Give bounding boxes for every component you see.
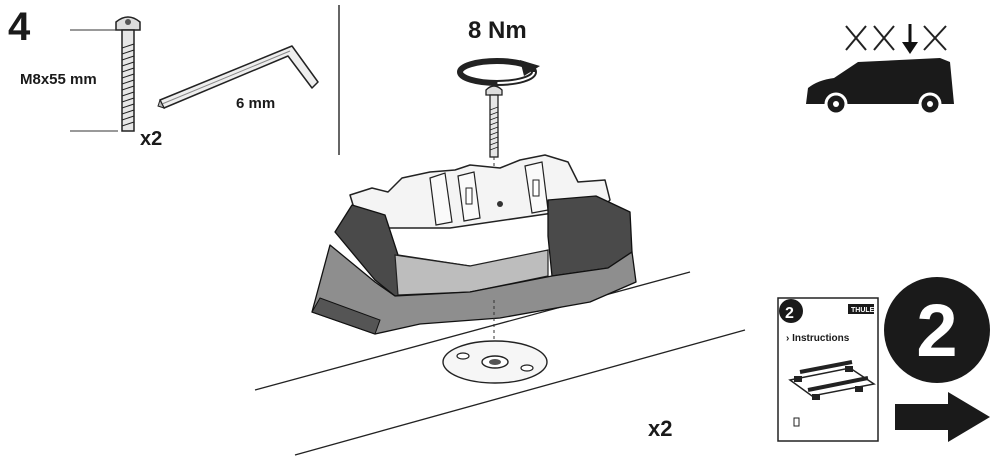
screw-size-label: M8x55 mm [20,71,97,88]
next-step-number: 2 [916,289,957,372]
assembly-quantity-label: x2 [648,416,672,441]
booklet-heading: › Instructions [786,333,850,344]
insert-screw [485,85,503,200]
roof-rack-foot [311,154,637,350]
roof-line-upper [254,271,691,391]
right-arrow-icon [895,392,990,442]
roof-line-lower [294,329,746,456]
torque-label: 8 Nm [468,17,527,44]
instruction-booklet [777,297,879,442]
screw-quantity-label: x2 [140,128,162,150]
hex-key-size-label: 6 mm [236,95,275,112]
mounting-plate [442,340,548,384]
screw-part [70,16,141,132]
next-step-badge [884,277,990,383]
car-roof-load-icon [806,24,954,116]
booklet-roof-bars-icon [788,360,876,427]
booklet-brand: THULE [851,307,875,314]
rotation-arrow-icon [457,58,540,86]
hex-key-icon [157,45,319,109]
booklet-step-badge: 2 [785,305,794,322]
step-number: 4 [8,5,31,49]
